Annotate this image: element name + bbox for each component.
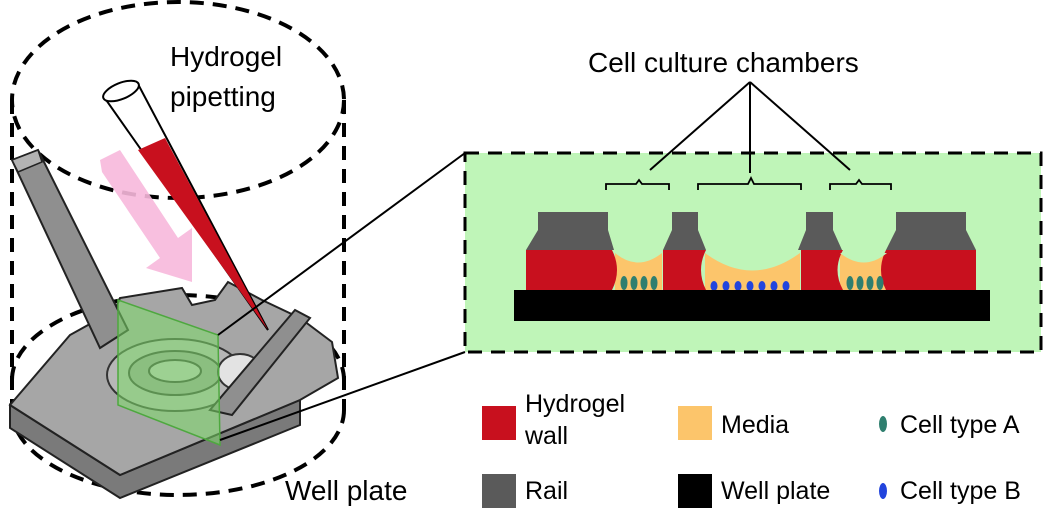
cell-b	[710, 281, 718, 291]
device-illustration: Hydrogel pipetting Well plate	[8, 0, 407, 506]
cell-a	[846, 276, 854, 290]
zoom-line-bottom	[219, 351, 466, 441]
cross-section-panel	[463, 151, 1043, 354]
left-rail-top	[10, 149, 43, 173]
legend-swatch-rail	[482, 474, 516, 508]
rail-2	[663, 212, 706, 250]
zoom-line-top	[217, 152, 466, 336]
hydrogel-wall-1	[526, 250, 617, 290]
legend-label-rail: Rail	[525, 477, 568, 505]
cell-b	[770, 281, 778, 291]
rail-3	[798, 212, 842, 250]
cell-b	[734, 281, 742, 291]
pipette-opening	[102, 79, 140, 103]
brace-left	[605, 178, 670, 190]
cell-b	[758, 281, 766, 291]
rail-4	[886, 212, 976, 250]
cell-a	[876, 276, 884, 290]
cell-a	[866, 276, 874, 290]
legend-label-cell-type-a: Cell type A	[900, 411, 1020, 439]
legend-marker-cell-type-b	[879, 483, 887, 499]
brace-right	[829, 178, 892, 190]
hydrogel-pipetting-label-line2: pipetting	[170, 81, 276, 112]
legend-label-hydrogel-wall-line2: wall	[524, 422, 568, 450]
cell-a	[630, 276, 638, 290]
cell-b	[782, 281, 790, 291]
cell-a	[650, 276, 658, 290]
cell-a	[620, 276, 628, 290]
cell-b	[722, 281, 730, 291]
legend-swatch-media	[678, 406, 712, 440]
legend-marker-cell-type-a	[879, 416, 887, 432]
media-meniscus-left	[615, 253, 662, 263]
cell-b	[746, 281, 754, 291]
legend-label-well-plate: Well plate	[721, 477, 830, 505]
legend-swatch-well-plate	[678, 474, 712, 508]
legend-label-media: Media	[721, 411, 789, 439]
rail-1	[526, 212, 614, 250]
hydrogel-pipetting-label-line1: Hydrogel	[170, 41, 282, 72]
media-meniscus-right	[840, 253, 887, 263]
cell-culture-chambers-label: Cell culture chambers	[588, 47, 859, 78]
pipetting-direction-arrow	[100, 150, 192, 282]
cell-a	[856, 276, 864, 290]
hydrogel-wall-4	[881, 250, 976, 290]
cells-type-a-left	[620, 276, 658, 290]
well-plate-bar	[514, 290, 990, 321]
cells-type-b-center	[710, 281, 790, 291]
legend-label-hydrogel-wall-line1: Hydrogel	[525, 390, 625, 418]
cells-type-a-right	[846, 276, 884, 290]
cell-a	[640, 276, 648, 290]
chamber-pointer-lines	[649, 81, 851, 173]
right-rail	[208, 308, 312, 417]
legend: Hydrogel wall Media Cell type A Rail Wel…	[482, 390, 1021, 508]
legend-label-cell-type-b: Cell type B	[900, 477, 1021, 505]
pipette-hydrogel-fill	[138, 138, 268, 330]
legend-swatch-hydrogel-wall	[482, 406, 516, 440]
pointer-line-left	[649, 81, 751, 171]
pointer-line-right	[749, 81, 851, 171]
well-plate-label: Well plate	[285, 475, 407, 506]
hydrogel-wall-3	[801, 250, 843, 290]
brace-center	[697, 175, 802, 190]
hydrogel-wall-2	[663, 250, 706, 290]
cross-section-plane	[117, 298, 221, 447]
media-meniscus-center	[705, 253, 800, 271]
